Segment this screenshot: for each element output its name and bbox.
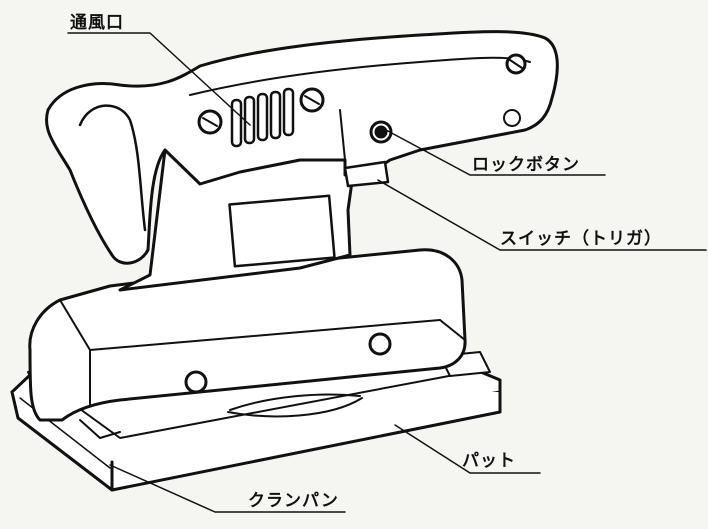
leader-pad	[394, 424, 541, 474]
sander-handle	[45, 30, 559, 265]
lock-button-label: ロックボタン	[472, 155, 580, 175]
leader-lines	[67, 32, 707, 513]
vent-slots	[230, 87, 295, 148]
vent-label: 通風口	[70, 13, 124, 33]
leader-switch	[377, 179, 707, 251]
clamp-label: クランパン	[248, 491, 339, 511]
pad-label: パット	[462, 451, 516, 471]
switch-label: スイッチ（トリガ）	[500, 229, 662, 249]
leader-lock	[385, 129, 606, 176]
sander-column	[118, 148, 357, 292]
sander-body	[28, 248, 467, 422]
leader-clamp	[109, 464, 346, 513]
leader-vent	[67, 32, 251, 126]
